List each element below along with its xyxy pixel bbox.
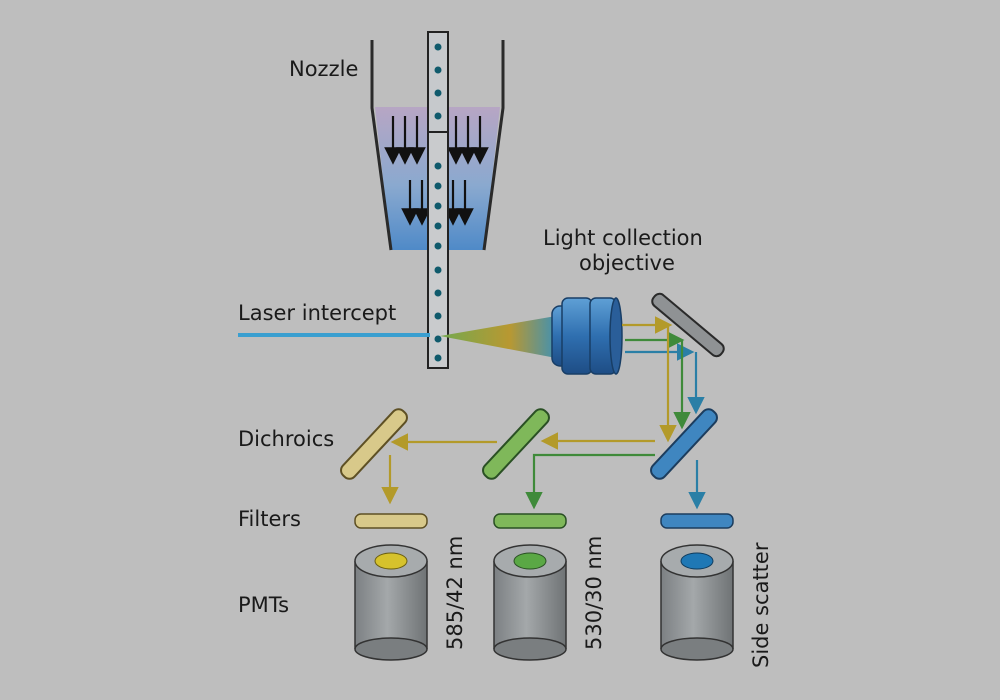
laser-intercept-label: Laser intercept	[238, 301, 396, 325]
dichroics-label: Dichroics	[238, 427, 334, 451]
pmt-side-scatter	[660, 544, 734, 661]
dichroic-yellow	[340, 408, 408, 480]
cells	[434, 43, 442, 362]
pmt-530	[493, 544, 567, 661]
flow-arrows	[384, 116, 489, 226]
sample-stream	[427, 131, 449, 369]
nozzle-label: Nozzle	[289, 57, 358, 81]
filter-yellow	[354, 513, 428, 529]
filters-label: Filters	[238, 507, 301, 531]
reflecting-mirror	[651, 292, 725, 358]
dichroic-paths	[381, 432, 706, 510]
pmt-3-label: Side scatter	[749, 542, 773, 668]
pmt-585	[354, 544, 428, 661]
light-collection-objective	[551, 297, 623, 375]
pmt-1-label: 585/42 nm	[443, 536, 467, 650]
filter-blue	[660, 513, 734, 529]
collected-light-paths	[622, 316, 705, 443]
pmt-2-label: 530/30 nm	[582, 536, 606, 650]
filters	[354, 513, 734, 529]
light-collection-label-line2: objective	[579, 251, 675, 275]
dichroic-blue	[650, 408, 718, 480]
emission-cone	[440, 316, 556, 358]
light-collection-label-line1: Light collection	[543, 226, 703, 250]
dichroic-green	[482, 408, 550, 480]
pmts-label: PMTs	[238, 593, 289, 617]
filter-green	[493, 513, 567, 529]
